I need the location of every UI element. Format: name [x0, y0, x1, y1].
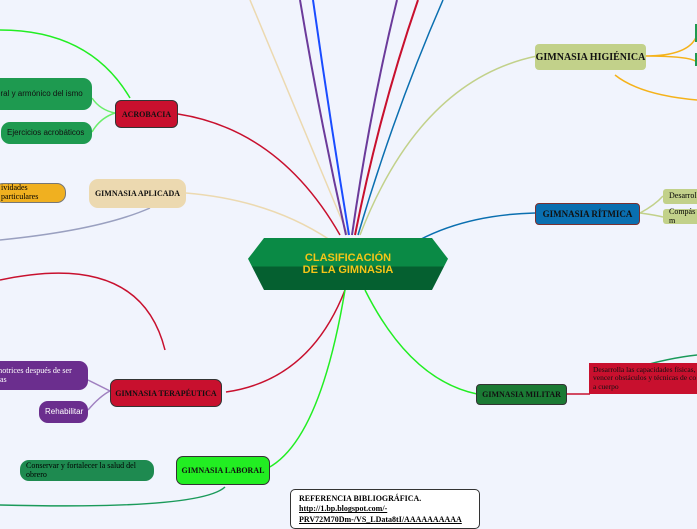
- subtopic-label: motrices después de ser das: [0, 365, 72, 384]
- subtopic[interactable]: eral y armónico del ismo: [0, 78, 92, 110]
- topic-label: GIMNASIA RÍTMICA: [542, 209, 633, 219]
- reference-box: REFERENCIA BIBLIOGRÁFICA. http://1.bp.bl…: [290, 489, 480, 529]
- subtopic-label: Conservar y fortalecer la salud del obre…: [26, 460, 136, 479]
- topic-label: GIMNASIA APLICADA: [94, 189, 181, 198]
- topic-gimnasia-ritmica[interactable]: GIMNASIA RÍTMICA: [535, 203, 640, 225]
- topic-gimnasia-aplicada[interactable]: GIMNASIA APLICADA: [89, 179, 186, 208]
- topic-label: GIMNASIA MILITAR: [482, 390, 561, 399]
- topic-acrobacia[interactable]: ACROBACIA: [115, 100, 178, 128]
- subtopic[interactable]: Rehabilitar: [39, 401, 88, 423]
- subtopic[interactable]: Conservar y fortalecer la salud del obre…: [20, 460, 154, 481]
- subtopic[interactable]: motrices después de ser das: [0, 361, 88, 390]
- central-title: CLASIFICACIÓN DE LA GIMNASIA: [302, 251, 394, 276]
- subtopic[interactable]: ividades particulares: [0, 183, 66, 203]
- subtopic-label: eral y armónico del ismo: [0, 88, 83, 98]
- subtopic[interactable]: Desarrolla las capacidades físicas, venc…: [589, 363, 697, 394]
- subtopic-label: Compás m: [669, 206, 696, 225]
- subtopic-label: ividades particulares: [1, 183, 39, 201]
- reference-title: REFERENCIA BIBLIOGRÁFICA.: [299, 494, 422, 503]
- subtopic-partial[interactable]: [695, 53, 697, 66]
- subtopic[interactable]: Desarrolla: [663, 189, 697, 204]
- subtopic-label: Desarrolla las capacidades físicas, venc…: [593, 365, 697, 391]
- subtopic-label: Desarrolla: [669, 191, 697, 201]
- subtopic-label: Rehabilitar: [45, 406, 84, 416]
- subtopic-label: Ejercicios acrobáticos: [7, 127, 85, 137]
- topic-gimnasia-laboral[interactable]: GIMNASIA LABORAL: [176, 456, 270, 485]
- central-topic[interactable]: CLASIFICACIÓN DE LA GIMNASIA: [248, 238, 448, 290]
- subtopic[interactable]: Ejercicios acrobáticos: [1, 122, 92, 144]
- subtopic[interactable]: Compás m: [663, 206, 697, 225]
- topic-label: GIMNASIA LABORAL: [181, 466, 265, 475]
- topic-gimnasia-higienica[interactable]: GIMNASIA HIGIÉNICA: [535, 44, 646, 70]
- subtopic-partial[interactable]: [695, 24, 697, 42]
- reference-link-continued[interactable]: PRV72M70Dm-/VS_LData8tI/AAAAAAAAAA: [299, 514, 462, 524]
- topic-gimnasia-terapeutica[interactable]: GIMNASIA TERAPÉUTICA: [110, 379, 222, 407]
- reference-link[interactable]: http://1.bp.blogspot.com/-: [299, 504, 388, 514]
- topic-label: ACROBACIA: [121, 109, 172, 119]
- topic-gimnasia-militar[interactable]: GIMNASIA MILITAR: [476, 384, 567, 405]
- topic-label: GIMNASIA HIGIÉNICA: [535, 51, 646, 63]
- topic-label: GIMNASIA TERAPÉUTICA: [115, 388, 217, 398]
